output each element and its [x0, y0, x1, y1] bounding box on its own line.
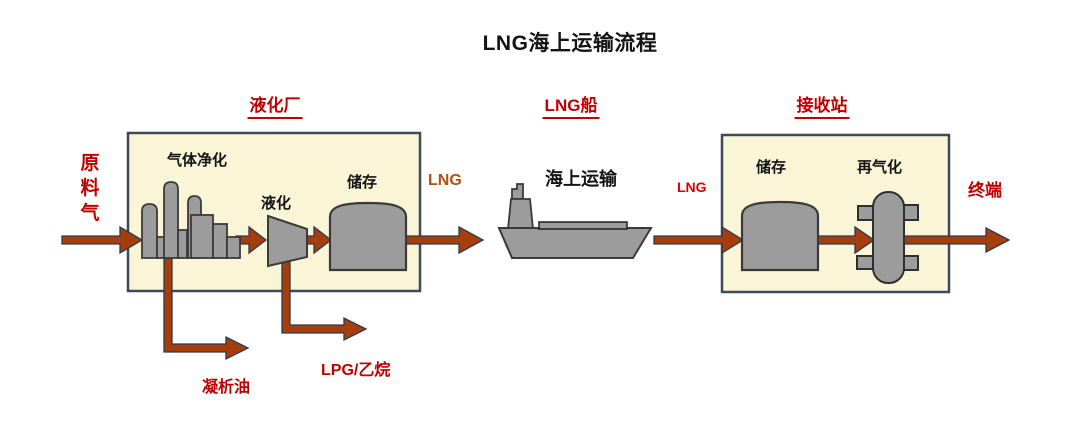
gas-purification-columns-icon [141, 181, 241, 259]
section-header-liquefaction: 液化厂 [247, 91, 303, 119]
sea-transport-label: 海上运输 [545, 169, 617, 189]
flow-arrow-storage-to-regas [816, 225, 876, 255]
lpg-branch-arrow [281, 257, 368, 342]
storage-liq-label: 储存 [347, 174, 378, 191]
regasification-label: 再气化 [857, 159, 903, 176]
lng-in-label: LNG [677, 179, 707, 195]
liquefy-label: 液化 [261, 195, 292, 212]
section-header-ship: LNG船 [542, 91, 600, 119]
regasification-vessel-icon [856, 191, 919, 284]
liquefaction-unit-icon [267, 214, 308, 268]
condensate-label: 凝析油 [202, 379, 251, 396]
receiving-storage-tank-icon [740, 200, 820, 272]
purification-label: 气体净化 [167, 152, 228, 169]
feed-gas-label: 原料气 [80, 153, 100, 224]
terminal-label: 终端 [968, 181, 1002, 200]
flow-arrow-feed-gas [61, 225, 144, 255]
diagram-title: LNG海上运输流程 [482, 32, 658, 55]
flow-arrow-ship-to-receiving [653, 225, 745, 255]
condensate-branch-arrow [163, 249, 250, 361]
lng-out-label: LNG [428, 172, 462, 189]
lng-ship-icon [497, 183, 653, 259]
lng-storage-tank-icon [328, 201, 408, 272]
storage-recv-label: 储存 [756, 159, 787, 176]
flow-arrow-lng-to-ship [404, 225, 485, 255]
lpg-ethane-label: LPG/乙烷 [321, 362, 391, 379]
section-header-receiving: 接收站 [794, 91, 850, 119]
flow-arrow-to-terminal [889, 226, 1011, 254]
